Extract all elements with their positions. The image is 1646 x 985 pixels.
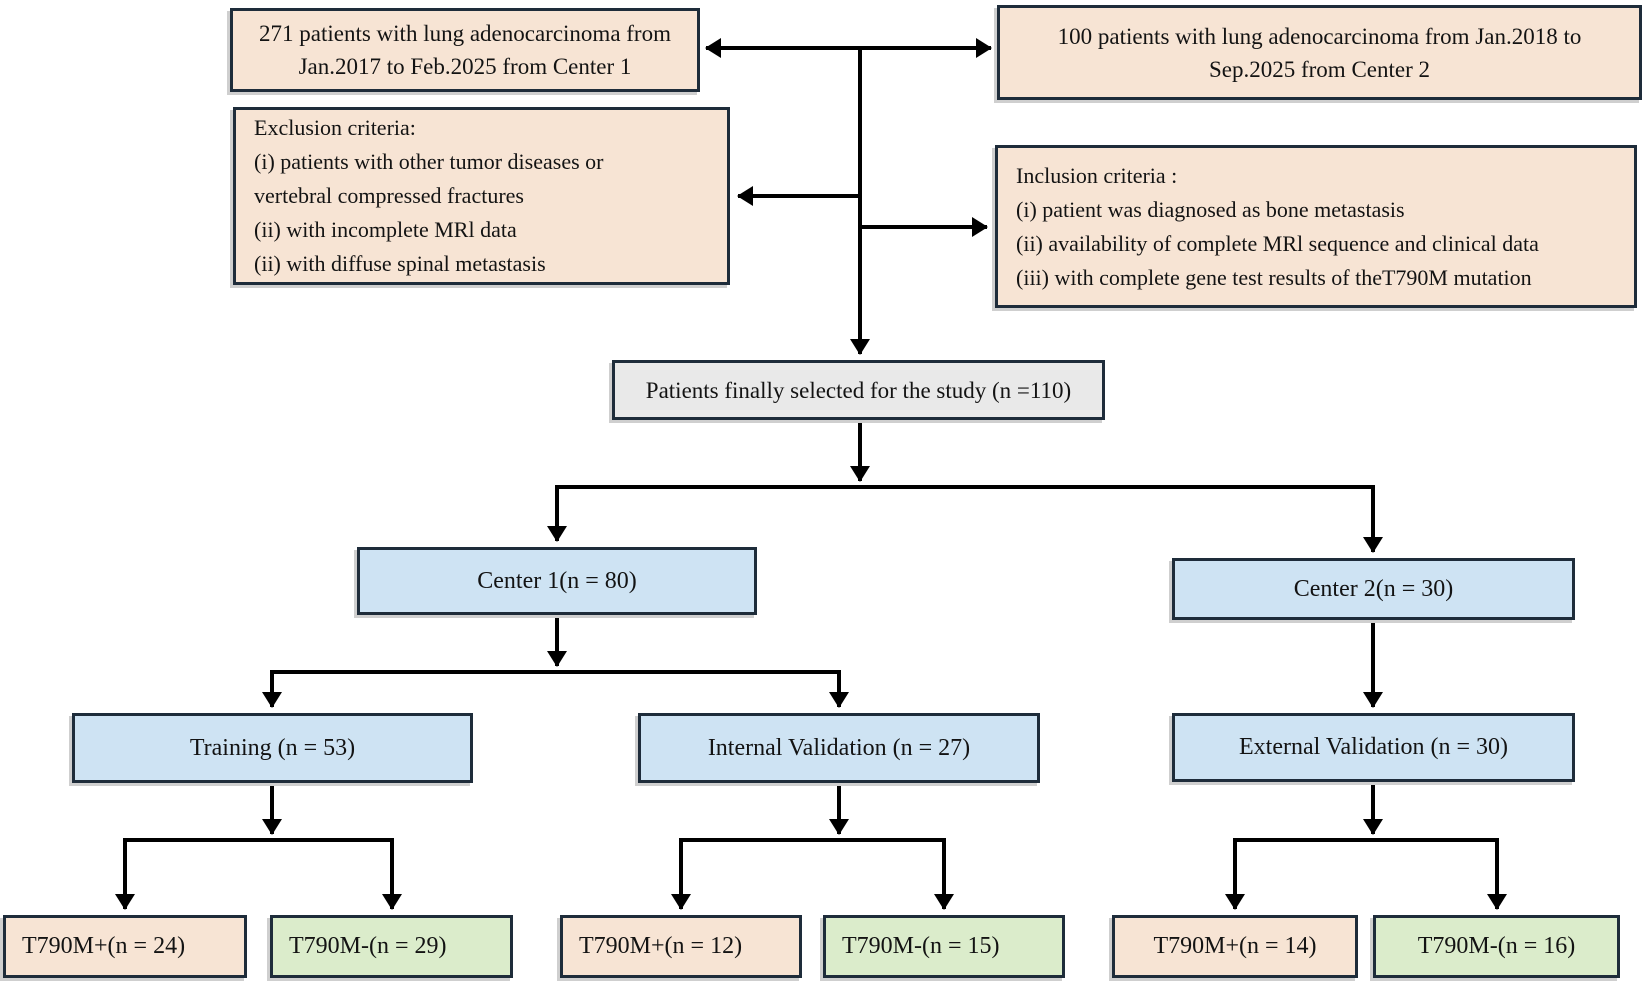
node-center2-label: Center 2(n = 30) bbox=[1293, 575, 1454, 602]
node-internal-t790m-negative-label: T790M-(n = 15) bbox=[842, 933, 1000, 959]
node-training-t790m-negative: T790M-(n = 29) bbox=[270, 915, 513, 978]
node-training-t790m-negative-label: T790M-(n = 29) bbox=[289, 933, 447, 959]
node-internal-t790m-negative: T790M-(n = 15) bbox=[823, 915, 1065, 978]
node-selected-patients: Patients finally selected for the study … bbox=[612, 360, 1105, 420]
node-source-center1-line2: Jan.2017 to Feb.2025 from Center 1 bbox=[298, 54, 632, 79]
inclusion-line-title: Inclusion criteria : bbox=[1016, 162, 1178, 188]
node-exclusion-criteria: Exclusion criteria: (i) patients with ot… bbox=[233, 107, 730, 285]
exclusion-line-iii: (ii) with diffuse spinal metastasis bbox=[254, 251, 546, 276]
node-center2: Center 2(n = 30) bbox=[1172, 558, 1575, 620]
node-source-center2-line2: Sep.2025 from Center 2 bbox=[1208, 56, 1430, 82]
exclusion-line-title: Exclusion criteria: bbox=[254, 115, 416, 140]
node-external-t790m-negative: T790M-(n = 16) bbox=[1373, 915, 1620, 978]
node-external-validation-label: External Validation (n = 30) bbox=[1238, 734, 1509, 760]
node-selected-patients-label: Patients finally selected for the study … bbox=[645, 377, 1072, 403]
node-inclusion-criteria: Inclusion criteria : (i) patient was dia… bbox=[995, 145, 1637, 308]
exclusion-line-ii: (ii) with incomplete MRl data bbox=[254, 217, 517, 242]
node-external-t790m-positive: T790M+(n = 14) bbox=[1112, 915, 1358, 978]
node-training-t790m-positive-label: T790M+(n = 24) bbox=[22, 933, 186, 959]
node-center1: Center 1(n = 80) bbox=[357, 547, 757, 615]
exclusion-line-i: (i) patients with other tumor diseases o… bbox=[254, 149, 604, 174]
node-external-validation: External Validation (n = 30) bbox=[1172, 713, 1575, 782]
node-training-label: Training (n = 53) bbox=[189, 734, 356, 761]
node-internal-t790m-positive: T790M+(n = 12) bbox=[560, 915, 802, 978]
node-center1-label: Center 1(n = 80) bbox=[477, 567, 637, 594]
inclusion-line-iii: (iii) with complete gene test results of… bbox=[1016, 264, 1532, 290]
node-internal-validation: Internal Validation (n = 27) bbox=[638, 713, 1040, 783]
inclusion-line-ii: (ii) availability of complete MRl sequen… bbox=[1016, 230, 1539, 256]
node-source-center2: 100 patients with lung adenocarcinoma fr… bbox=[997, 5, 1642, 100]
node-source-center2-line1: 100 patients with lung adenocarcinoma fr… bbox=[1057, 23, 1582, 49]
node-source-center1-line1: 271 patients with lung adenocarcinoma fr… bbox=[259, 21, 671, 46]
inclusion-line-i: (i) patient was diagnosed as bone metast… bbox=[1016, 196, 1405, 222]
node-external-t790m-negative-label: T790M-(n = 16) bbox=[1417, 933, 1576, 959]
node-internal-t790m-positive-label: T790M+(n = 12) bbox=[579, 933, 743, 959]
node-training-t790m-positive: T790M+(n = 24) bbox=[3, 915, 247, 978]
node-external-t790m-positive-label: T790M+(n = 14) bbox=[1153, 933, 1317, 959]
exclusion-line-i-cont: vertebral compressed fractures bbox=[254, 183, 524, 208]
node-training: Training (n = 53) bbox=[72, 713, 473, 783]
node-source-center1: 271 patients with lung adenocarcinoma fr… bbox=[230, 8, 700, 92]
node-internal-validation-label: Internal Validation (n = 27) bbox=[707, 734, 971, 761]
